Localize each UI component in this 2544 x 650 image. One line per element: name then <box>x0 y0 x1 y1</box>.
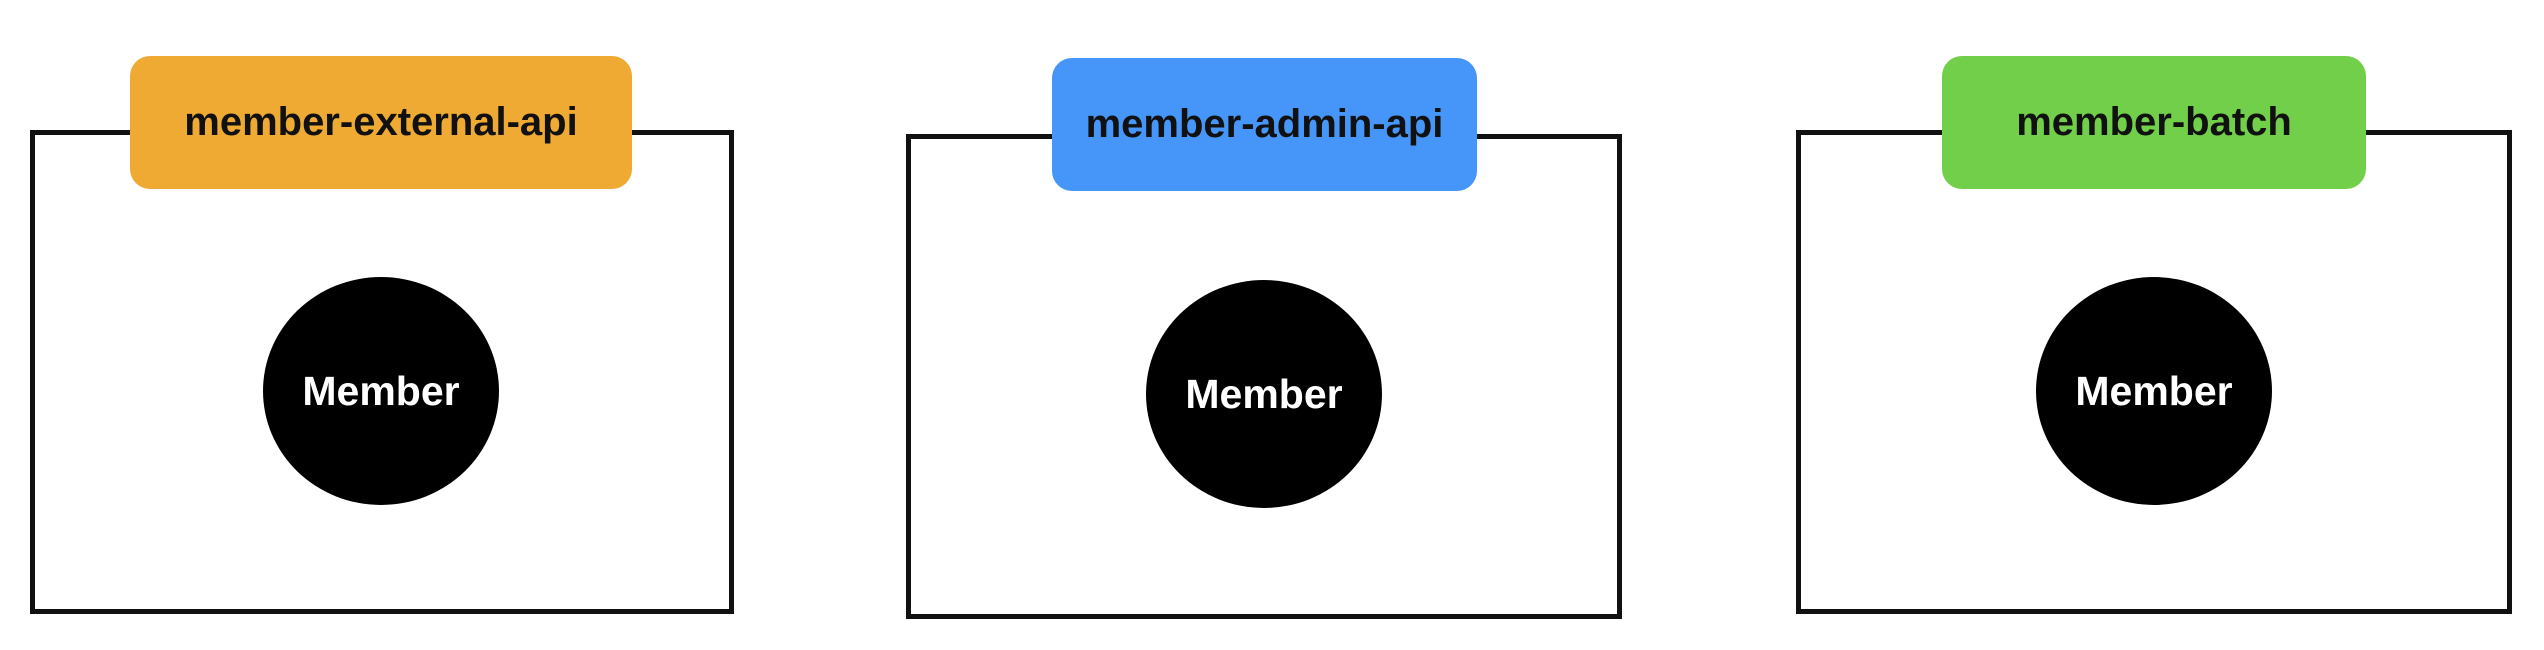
module-member-admin-api: member-admin-api Member <box>906 58 1622 619</box>
module-label: member-external-api <box>130 56 632 189</box>
module-member-external-api: member-external-api Member <box>30 56 734 614</box>
module-label: member-admin-api <box>1052 58 1477 191</box>
entity-member: Member <box>2036 277 2272 505</box>
module-member-batch: member-batch Member <box>1796 56 2512 614</box>
module-label: member-batch <box>1942 56 2366 189</box>
entity-member: Member <box>1146 280 1382 508</box>
entity-member: Member <box>263 277 499 505</box>
